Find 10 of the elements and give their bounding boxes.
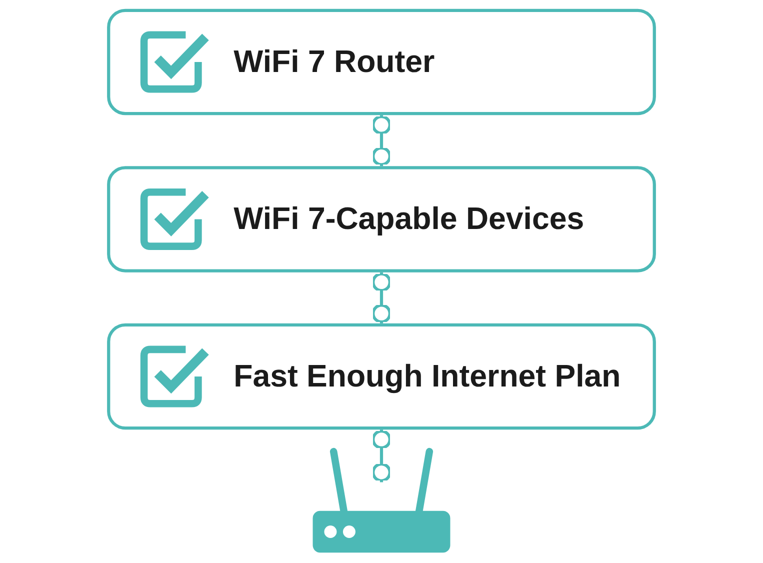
connector	[372, 272, 392, 324]
rounded-box	[107, 166, 656, 272]
node-label: WiFi 7-Capable Devices	[234, 201, 584, 238]
node-label: Fast Enough Internet Plan	[234, 358, 621, 396]
node-label: WiFi 7 Router	[234, 44, 435, 82]
router-icon	[312, 448, 450, 553]
rounded-box	[107, 323, 656, 430]
connector	[372, 115, 392, 166]
connector	[372, 430, 392, 482]
rounded-box	[107, 8, 656, 116]
